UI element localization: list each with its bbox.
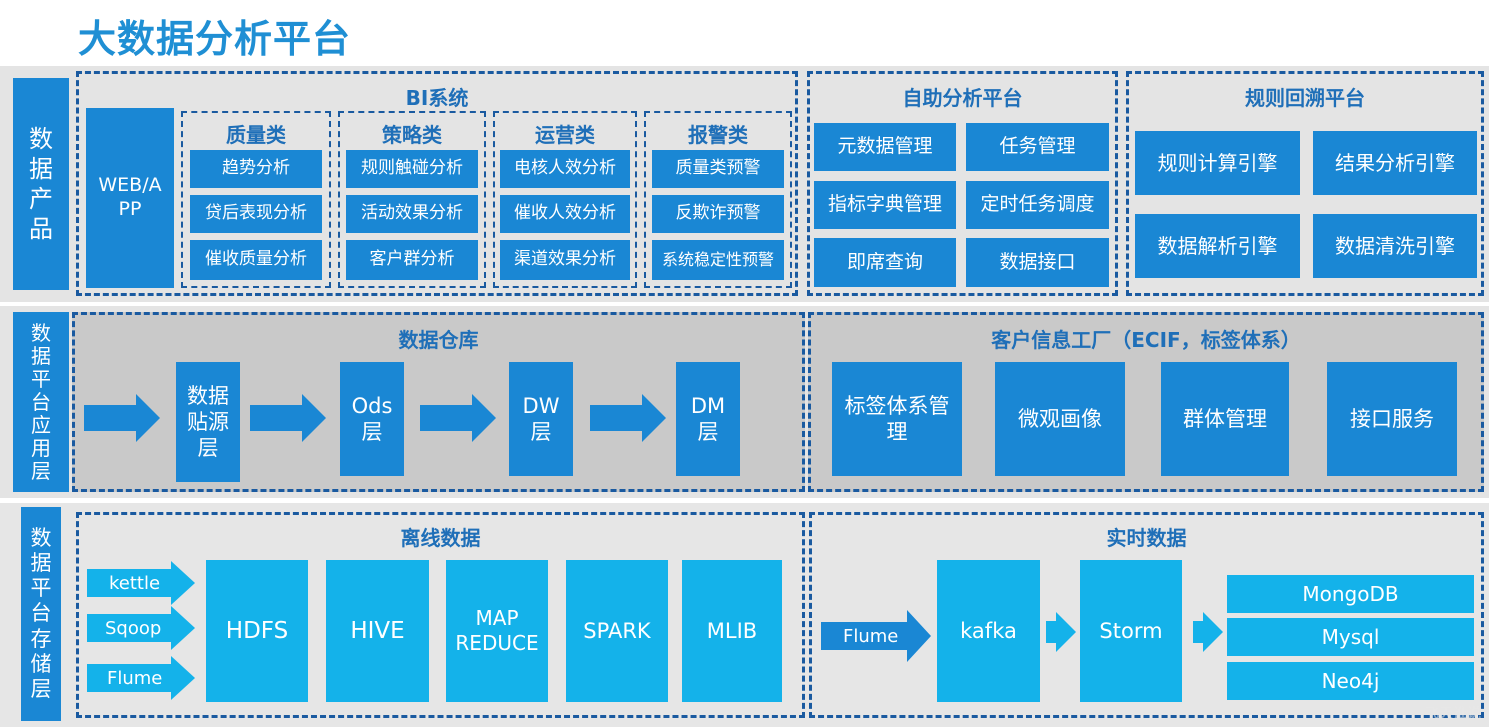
- realtime-component-storm: Storm: [1080, 560, 1182, 702]
- store-mysql: Mysql: [1227, 618, 1474, 656]
- bi-item: 活动效果分析: [346, 195, 478, 233]
- data-warehouse-title: 数据仓库: [398, 328, 479, 352]
- bi-group-quality: [181, 111, 331, 288]
- self-service-title: 自助分析平台: [902, 86, 1023, 110]
- realtime-data-title: 实时数据: [1106, 526, 1187, 550]
- offline-component-mlib: MLIB: [682, 560, 782, 702]
- warehouse-stage-dm: DM 层: [676, 362, 740, 476]
- bi-item: 客户群分析: [346, 240, 478, 280]
- realtime-data-panel: [809, 512, 1484, 718]
- bi-group-alert-title: 报警类: [688, 123, 748, 147]
- flow-arrow: [1046, 612, 1076, 652]
- offline-data-panel: [76, 512, 805, 718]
- rule-engine-item: 数据解析引擎: [1135, 214, 1300, 278]
- bi-group-strategy: [338, 111, 486, 288]
- ecif-item: 群体管理: [1161, 362, 1289, 476]
- bi-system-title: BI系统: [405, 86, 469, 110]
- rule-backtest-title: 规则回溯平台: [1245, 86, 1365, 110]
- self-service-item: 数据接口: [966, 238, 1109, 287]
- bi-system-panel: [76, 71, 798, 296]
- bi-group-operations: [493, 111, 637, 288]
- self-service-panel: [807, 71, 1118, 296]
- offline-component-hdfs: HDFS: [206, 560, 308, 702]
- rule-engine-item: 规则计算引擎: [1135, 131, 1300, 195]
- ecif-title: 客户信息工厂（ECIF，标签体系）: [991, 328, 1301, 352]
- offline-data-title: 离线数据: [400, 526, 481, 550]
- source-arrow-kettle: kettle: [87, 561, 195, 605]
- flow-arrow: [250, 394, 326, 442]
- self-service-item: 定时任务调度: [966, 181, 1109, 229]
- offline-component-spark: SPARK: [566, 560, 668, 702]
- bi-group-operations-title: 运营类: [535, 123, 595, 147]
- web-app-box: WEB/A PP: [86, 108, 174, 288]
- product-layer-label: 数据产品: [13, 78, 69, 290]
- watermark-logo: 飞天谁说: [1425, 706, 1481, 722]
- store-mongodb: MongoDB: [1227, 575, 1474, 613]
- bi-item: 反欺诈预警: [652, 195, 784, 233]
- bi-item: 渠道效果分析: [500, 240, 630, 280]
- warehouse-stage-source: 数据贴源层: [176, 362, 240, 482]
- bi-group-alert: [644, 111, 792, 288]
- warehouse-stage-dw: DW 层: [509, 362, 573, 476]
- flow-arrow: [1193, 612, 1223, 652]
- ecif-item: 标签体系管理: [832, 362, 962, 476]
- bi-item: 电核人效分析: [500, 150, 630, 188]
- self-service-item: 任务管理: [966, 123, 1109, 171]
- storage-layer-label: 数据平台存储层: [21, 507, 61, 721]
- offline-component-mapreduce: MAP REDUCE: [446, 560, 548, 702]
- rule-engine-item: 结果分析引擎: [1313, 131, 1477, 195]
- flow-arrow: [420, 394, 496, 442]
- bi-item: 系统稳定性预警: [652, 240, 784, 280]
- bi-item: 贷后表现分析: [190, 195, 322, 233]
- bi-item: 趋势分析: [190, 150, 322, 188]
- bi-item: 质量类预警: [652, 150, 784, 188]
- realtime-component-kafka: kafka: [937, 560, 1040, 702]
- bi-group-strategy-title: 策略类: [382, 123, 442, 147]
- ecif-item: 微观画像: [995, 362, 1125, 476]
- rule-backtest-panel: [1126, 71, 1484, 296]
- rule-engine-item: 数据清洗引擎: [1313, 214, 1477, 278]
- bi-group-quality-title: 质量类: [226, 123, 286, 147]
- offline-component-hive: HIVE: [326, 560, 429, 702]
- flow-arrow: [590, 394, 666, 442]
- self-service-item: 即席查询: [814, 238, 956, 287]
- self-service-item: 指标字典管理: [814, 181, 956, 229]
- bi-item: 规则触碰分析: [346, 150, 478, 188]
- page-title: 大数据分析平台: [78, 17, 352, 61]
- source-arrow-flume-realtime: Flume: [821, 610, 931, 662]
- source-arrow-sqoop: Sqoop: [87, 606, 195, 650]
- flow-arrow: [84, 394, 160, 442]
- store-neo4j: Neo4j: [1227, 662, 1474, 700]
- ecif-item: 接口服务: [1327, 362, 1457, 476]
- self-service-item: 元数据管理: [814, 123, 956, 171]
- bi-item: 催收质量分析: [190, 240, 322, 280]
- app-layer-label: 数据平台应用层: [13, 312, 69, 492]
- source-arrow-flume: Flume: [87, 656, 195, 700]
- warehouse-stage-ods: Ods 层: [340, 362, 404, 476]
- bi-item: 催收人效分析: [500, 195, 630, 233]
